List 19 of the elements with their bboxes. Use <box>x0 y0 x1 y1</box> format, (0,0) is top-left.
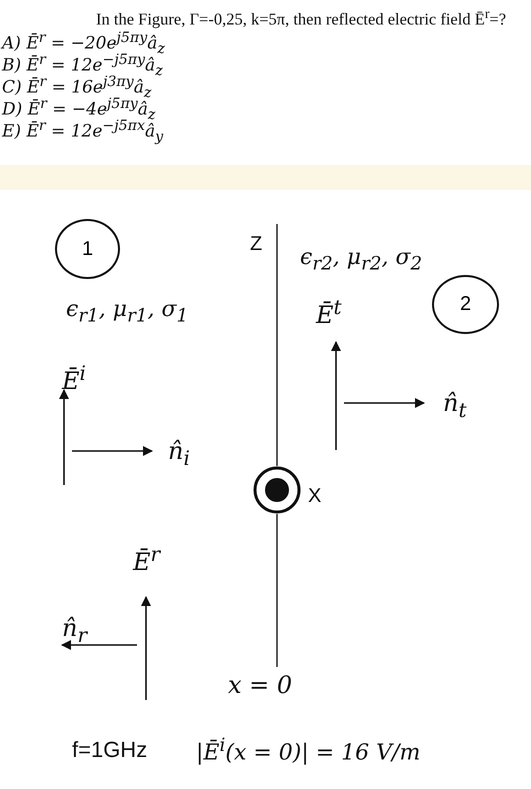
field-label: Ē$^{i}$ <box>62 362 86 394</box>
region-number: 1 <box>82 238 94 260</box>
axis-label: X <box>308 485 322 507</box>
material-parameters: ϵ$_{r1}$, μ$_{r1}$, σ$_{1}$ <box>66 298 188 327</box>
axis-label: Z <box>250 233 262 255</box>
material-parameters: ϵ$_{r2}$, μ$_{r2}$, σ$_{2}$ <box>300 246 422 275</box>
separator-band <box>0 165 531 190</box>
unit-vector-label: n̂$_{r}$ <box>62 615 88 646</box>
frequency-label: f=1GHz <box>72 738 148 762</box>
field-magnitude-label: |Ē$^{i}$(x = 0)| = 16 V/m <box>196 736 420 766</box>
region-circle <box>432 275 499 334</box>
region-number: 2 <box>460 293 472 316</box>
interface-position-label: x = 0 <box>228 672 292 698</box>
unit-vector-label: n̂$_{t}$ <box>443 390 467 421</box>
region-circle <box>55 219 120 279</box>
field-label: Ē$^{r}$ <box>133 543 160 576</box>
unit-vector-label: n̂$_{i}$ <box>168 438 190 469</box>
question-text: In the Figure, Γ=-0,25, k=5π, then reflected electric field Ē$^{r}$=? <box>96 6 506 29</box>
field-label: Ē$^{t}$ <box>316 296 342 328</box>
